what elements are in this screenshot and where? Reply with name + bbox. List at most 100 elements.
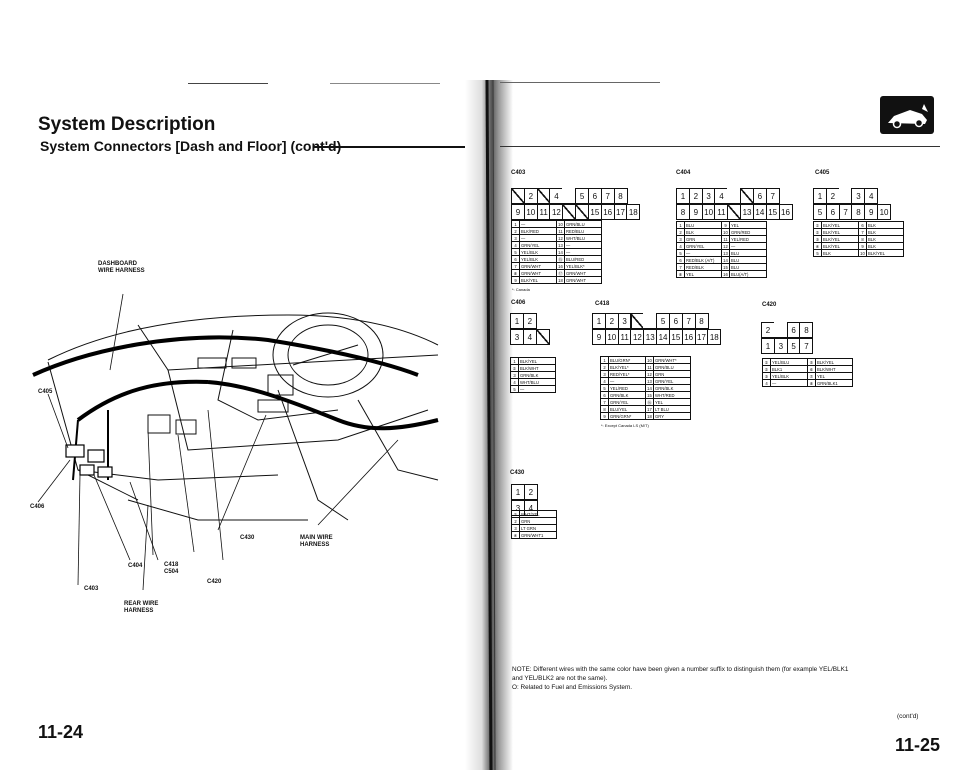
terminal-number: ①: [511, 510, 520, 518]
terminal-number: 10: [645, 356, 654, 364]
pin-cell: 18: [626, 204, 641, 220]
terminal-number: 11: [556, 227, 565, 235]
wire-color: BLK: [821, 249, 859, 257]
terminal-number: 14: [556, 248, 565, 256]
pin-cell: 4: [549, 188, 564, 204]
pin-cell: 5: [656, 313, 671, 329]
terminal-number: ②: [510, 364, 519, 372]
terminal-number: 12: [556, 234, 565, 242]
label-c404: C404: [128, 563, 143, 569]
book-spine: [465, 80, 513, 770]
terminal-number: 1: [676, 221, 685, 229]
pin-cell: 6: [752, 188, 767, 204]
wire-color: BLK/YEL: [821, 221, 859, 229]
terminal-number: ⑤: [807, 358, 816, 366]
note-line-3: O: Related to Fuel and Emissions System.: [512, 684, 633, 691]
connector-latch: [838, 188, 853, 204]
pin-cell: 1: [813, 188, 827, 204]
wire-color: LT BLU: [653, 405, 691, 413]
pin-cell: 2: [522, 313, 537, 329]
c403-footnote: *: Canada: [512, 287, 530, 292]
wire-color: GRN/WHT: [519, 262, 557, 270]
terminal-number: 3: [510, 371, 519, 379]
wire-color: —: [729, 242, 767, 250]
pin-cell: 8: [799, 322, 814, 338]
wire-color: BLU/YEL: [608, 405, 646, 413]
wire-color: BLK: [866, 242, 904, 250]
wire-color: BLU(A/T): [729, 270, 767, 278]
wire-color: YEL: [729, 221, 767, 229]
car-icon: [888, 104, 928, 129]
terminal-number: 15: [721, 263, 730, 271]
page-number-right: 11-25: [895, 735, 941, 755]
label-c420: C420: [207, 579, 222, 585]
wire-color: BLK/YEL: [815, 358, 853, 366]
section-icon: [880, 96, 934, 134]
wire-color: BLU: [729, 249, 767, 257]
terminal-number: 7: [600, 398, 609, 406]
label-rear-wire-harness: REAR WIRE HARNESS: [124, 601, 159, 614]
note-line-2: and YEL/BLK2 are not the same).: [512, 675, 608, 682]
wire-color: BLK/WHT: [815, 365, 853, 373]
terminal-number: 14: [721, 256, 730, 264]
wire-color: RED/BLK: [684, 263, 722, 271]
pin-cell: 18: [707, 329, 722, 345]
wire-color: BLK/YEL: [866, 249, 904, 257]
continued-label: (cont'd): [897, 713, 919, 720]
terminal-number: 18: [645, 412, 654, 420]
terminal-number: ①: [813, 221, 822, 229]
wire-color: BLU: [729, 263, 767, 271]
note-line-1: NOTE: Different wires with the same colo…: [512, 666, 849, 673]
connector-latch: [562, 188, 577, 204]
terminal-number: 7: [858, 228, 867, 236]
terminal-number: 2: [600, 363, 609, 371]
label-dashboard-wire-harness: DASHBOARD WIRE HARNESS: [98, 261, 145, 274]
pin-cell: 8: [694, 313, 709, 329]
connector-latch: [773, 322, 788, 338]
terminal-number: 3: [676, 235, 685, 243]
terminal-number: 4: [510, 378, 519, 386]
terminal-number: 5: [600, 384, 609, 392]
terminal-number: 13: [556, 241, 565, 249]
label-main-wire-harness: MAIN WIRE HARNESS: [300, 535, 333, 548]
wire-color: YEL/BLU: [770, 358, 808, 366]
terminal-number: 9: [858, 242, 867, 250]
wire-color: YEL/RED: [608, 384, 646, 392]
pin-cell: 7: [765, 188, 780, 204]
terminal-number: 11: [645, 363, 654, 371]
pin-cell: 10: [877, 204, 892, 220]
terminal-number: 6: [600, 391, 609, 399]
wire-color: WHT/RED: [653, 391, 691, 399]
terminal-number: 7: [676, 263, 685, 271]
terminal-number: 3: [600, 370, 609, 378]
wire-color: BLK/RED: [519, 227, 557, 235]
wire-color: YEL/BLK: [770, 372, 808, 380]
wire-color: BLU/GRN*: [608, 356, 646, 364]
wire-color: BLK: [866, 235, 904, 243]
pin-cell: 9: [592, 329, 606, 345]
wire-color: RED/YEL*: [608, 370, 646, 378]
